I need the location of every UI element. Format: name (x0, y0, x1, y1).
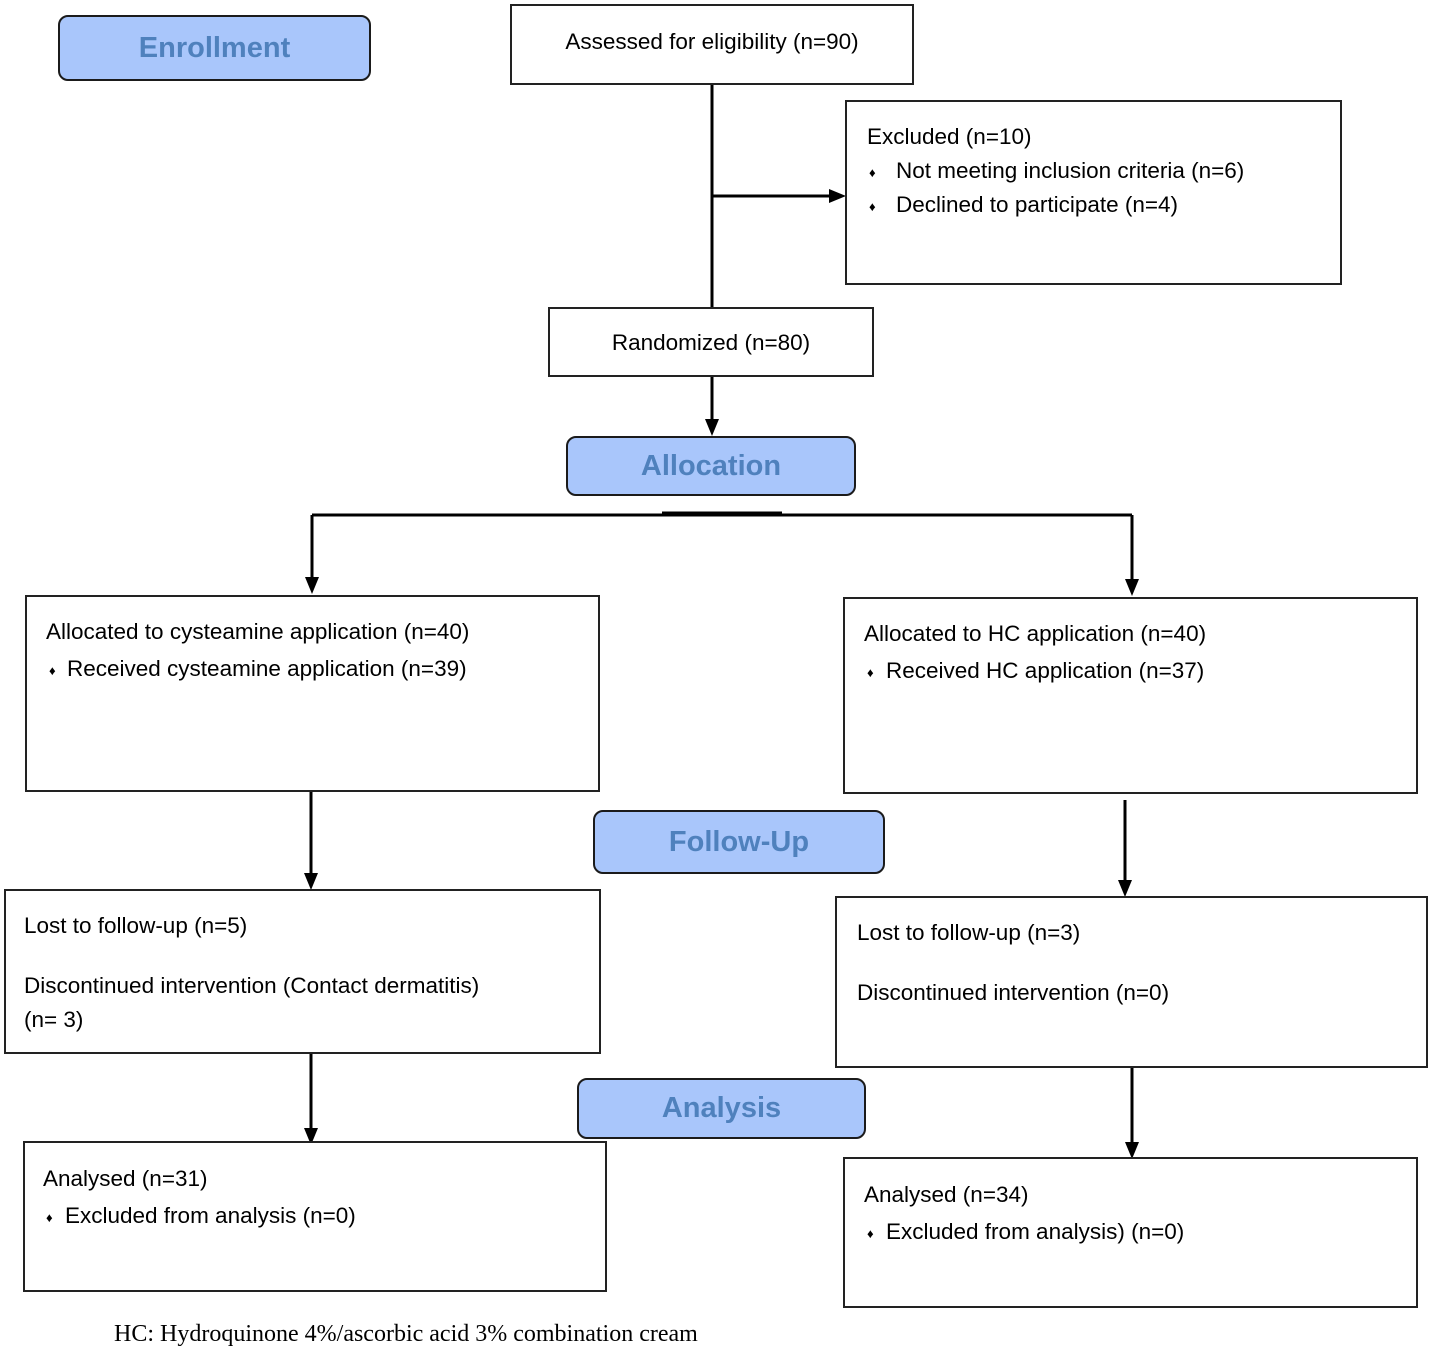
arrowhead-right-analysis (1125, 1142, 1139, 1159)
bullet-icon: ♦ (867, 665, 874, 680)
excluded-title: Excluded (n=10) (867, 124, 1032, 149)
randomized-box: Randomized (n=80) (548, 307, 874, 377)
assessed-label: Assessed for eligibility (n=90) (565, 29, 859, 54)
right-allocated-box: Allocated to HC application (n=40) ♦ Rec… (843, 597, 1418, 794)
left-allocated-box: Allocated to cysteamine application (n=4… (25, 595, 600, 792)
assessed-box: Assessed for eligibility (n=90) (510, 4, 914, 85)
bullet-icon: ♦ (869, 165, 876, 180)
right-received-label: Received HC application (n=37) (886, 658, 1205, 683)
stage-analysis: Analysis (577, 1078, 866, 1139)
left-allocated-label: Allocated to cysteamine application (n=4… (46, 619, 470, 644)
right-followup-box: Lost to follow-up (n=3) Discontinued int… (835, 896, 1428, 1068)
randomized-label: Randomized (n=80) (611, 330, 811, 355)
excluded-item-declined: Declined to participate (n=4) (896, 192, 1179, 217)
right-discontinued-label: Discontinued intervention (n=0) (857, 980, 1170, 1005)
bullet-icon: ♦ (49, 663, 56, 678)
left-lost-label: Lost to follow-up (n=5) (24, 913, 248, 938)
left-discontinued-label: Discontinued intervention (Contact derma… (24, 973, 480, 998)
arrowhead-right-followup (1118, 880, 1132, 897)
right-allocated-label: Allocated to HC application (n=40) (864, 621, 1207, 646)
arrowhead-left-analysis (304, 1128, 318, 1145)
right-analysed-label: Analysed (n=34) (864, 1182, 1029, 1207)
bullet-icon: ♦ (869, 199, 876, 214)
bullet-icon: ♦ (46, 1210, 53, 1225)
stage-follow-up: Follow-Up (593, 810, 885, 874)
arrowhead-left-followup (304, 873, 318, 890)
footnote: HC: Hydroquinone 4%/ascorbic acid 3% com… (114, 1321, 698, 1347)
excluded-box: Excluded (n=10) ♦ Not meeting inclusion … (845, 100, 1342, 285)
left-analysed-label: Analysed (n=31) (43, 1166, 208, 1191)
right-lost-label: Lost to follow-up (n=3) (857, 920, 1081, 945)
excluded-item-inclusion: Not meeting inclusion criteria (n=6) (896, 158, 1245, 183)
right-analysis-box: Analysed (n=34) ♦ Excluded from analysis… (843, 1157, 1418, 1308)
left-followup-box: Lost to follow-up (n=5) Discontinued int… (4, 889, 601, 1054)
left-analysis-box: Analysed (n=31) ♦ Excluded from analysis… (23, 1141, 607, 1292)
left-discontinued-count: (n= 3) (24, 1007, 84, 1032)
arrowhead-right-allocated (1125, 579, 1139, 596)
arrowhead-left-allocated (305, 577, 319, 594)
arrowhead-allocation (705, 419, 719, 436)
arrowhead-excluded (829, 189, 846, 203)
left-excluded-analysis-label: Excluded from analysis (n=0) (65, 1203, 356, 1228)
right-excluded-analysis-label: Excluded from analysis) (n=0) (886, 1219, 1185, 1244)
left-received-label: Received cysteamine application (n=39) (67, 656, 467, 681)
stage-allocation: Allocation (566, 436, 856, 496)
bullet-icon: ♦ (867, 1226, 874, 1241)
stage-enrollment: Enrollment (58, 15, 371, 81)
